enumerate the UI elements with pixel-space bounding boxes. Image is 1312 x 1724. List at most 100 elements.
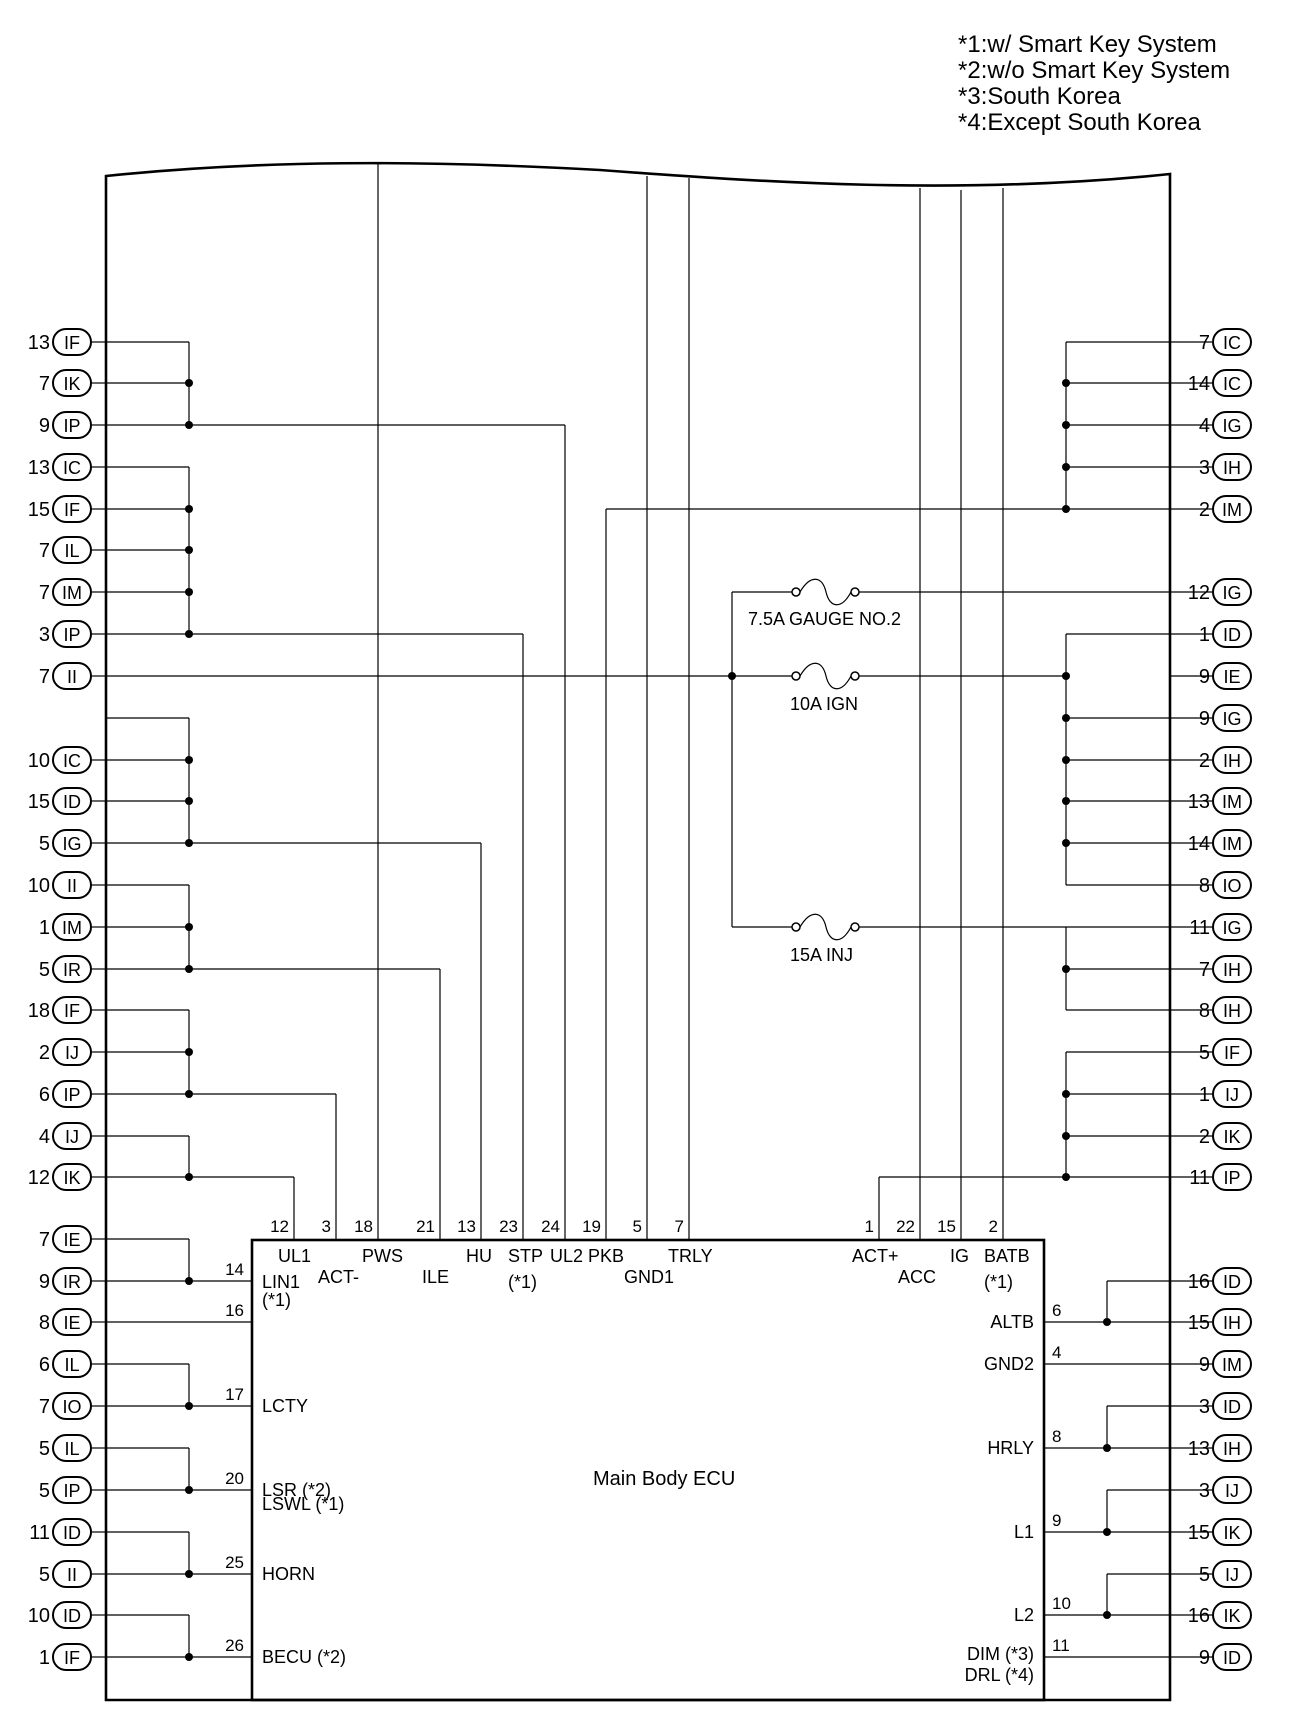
connector-code: IC bbox=[63, 458, 81, 478]
connector-ih: IH 7 bbox=[1170, 955, 1252, 983]
pin-signal: TRLY bbox=[668, 1246, 713, 1266]
connector-ik: IK2 bbox=[1170, 1122, 1252, 1150]
fuse-label-gauge: 7.5A GAUGE NO.2 bbox=[748, 609, 901, 629]
connector-code: IJ bbox=[65, 1127, 79, 1147]
connector-pin-number: 3 bbox=[39, 624, 50, 646]
pin-signal: ACC bbox=[898, 1267, 936, 1287]
connector-pin-number: 12 bbox=[1188, 582, 1210, 604]
pin-signal: LCTY bbox=[262, 1396, 308, 1416]
connector-pin-number: 7 bbox=[1199, 959, 1210, 981]
connector-pin-number: 8 bbox=[1199, 1000, 1210, 1022]
connector-code: IJ bbox=[65, 1043, 79, 1063]
connector-code: IM bbox=[1222, 834, 1242, 854]
connector-pin-number: 15 bbox=[1188, 1312, 1210, 1334]
connector-code: IF bbox=[64, 1001, 80, 1021]
connector-code: IF bbox=[64, 1648, 80, 1668]
connector-code: IL bbox=[64, 541, 79, 561]
connector-ih: IH8 bbox=[1170, 996, 1252, 1024]
connector-pin-number: 3 bbox=[1199, 1396, 1210, 1418]
connector-pin-number: 5 bbox=[1199, 1564, 1210, 1586]
connector-code: IP bbox=[63, 416, 80, 436]
connector-code: IK bbox=[63, 1168, 80, 1188]
pin-number: 13 bbox=[457, 1217, 476, 1236]
pin-number: 12 bbox=[270, 1217, 289, 1236]
pin-signal: L2 bbox=[1014, 1605, 1034, 1625]
connector-io: IO7 bbox=[39, 1392, 106, 1420]
lswl-label: LSWL (*1) bbox=[262, 1494, 344, 1514]
connector-pin-number: 7 bbox=[39, 666, 50, 688]
connector-il: IL 7 bbox=[39, 536, 106, 564]
ecu-right-pin: 9L1 bbox=[1014, 1511, 1062, 1542]
connector-code: IO bbox=[1222, 876, 1241, 896]
connector-pin-number: 6 bbox=[39, 1354, 50, 1376]
connector-pin-number: 15 bbox=[28, 791, 50, 813]
pin-signal: L1 bbox=[1014, 1522, 1034, 1542]
connector-code: IK bbox=[63, 374, 80, 394]
connector-ih: IH2 bbox=[1170, 746, 1252, 774]
connector-if: IF1 bbox=[39, 1643, 106, 1671]
left-connectors: IF13IK7IP9IC13IF15IL7IM7IP3II7IC10ID15IG… bbox=[28, 328, 106, 1671]
pin-signal: LIN1 bbox=[262, 1272, 300, 1292]
connector-pin-number: 11 bbox=[1189, 1167, 1210, 1189]
pin-signal: UL2 bbox=[550, 1246, 583, 1266]
connector-ih: IH3 bbox=[1170, 453, 1252, 481]
pin-signal: HU bbox=[466, 1246, 492, 1266]
connector-pin-number: 9 bbox=[1199, 666, 1210, 688]
right-connectors: IC7IC14IG4IH3IM2IG12ID1IE9IG9IH2IM13IM14… bbox=[1170, 328, 1252, 1671]
connector-pin-number: 14 bbox=[1188, 833, 1210, 855]
connector-ie: IE9 bbox=[1170, 662, 1252, 690]
connector-code: II bbox=[67, 1565, 77, 1585]
connector-ie: IE7 bbox=[39, 1225, 106, 1253]
pin-number: 10 bbox=[1052, 1594, 1071, 1613]
note-3: *3:South Korea bbox=[958, 83, 1121, 110]
connector-code: IJ bbox=[1225, 1481, 1239, 1501]
connector-pin-number: 7 bbox=[39, 1396, 50, 1418]
connector-pin-number: 7 bbox=[39, 582, 50, 604]
connector-ir: IR5 bbox=[39, 955, 106, 983]
pin-signal: ALTB bbox=[990, 1312, 1034, 1332]
connector-code: IG bbox=[1222, 709, 1241, 729]
note-4: *4:Except South Korea bbox=[958, 109, 1201, 136]
connector-code: IL bbox=[64, 1439, 79, 1459]
pin-number: 11 bbox=[1052, 1636, 1070, 1655]
connector-pin-number: 5 bbox=[39, 1480, 50, 1502]
connector-ig: IG9 bbox=[1170, 704, 1252, 732]
connector-code: IH bbox=[1223, 960, 1241, 980]
connector-pin-number: 10 bbox=[28, 875, 50, 897]
connector-pin-number: 7 bbox=[39, 540, 50, 562]
connector-pin-number: 13 bbox=[28, 332, 50, 354]
pin-signal: PKB bbox=[588, 1246, 624, 1266]
note-2: *2:w/o Smart Key System bbox=[958, 57, 1230, 84]
connector-code: IH bbox=[1223, 458, 1241, 478]
connector-code: IF bbox=[64, 500, 80, 520]
connector-if: IF5 bbox=[1170, 1038, 1252, 1066]
pin-number: 15 bbox=[937, 1217, 956, 1236]
connector-code: IC bbox=[1223, 333, 1241, 353]
pin-number: 9 bbox=[1052, 1511, 1061, 1530]
connector-im: IM2 bbox=[1170, 495, 1252, 523]
pin-number: 8 bbox=[1052, 1427, 1061, 1446]
batb-note: (*1) bbox=[984, 1272, 1013, 1292]
connector-pin-number: 8 bbox=[39, 1312, 50, 1334]
connector-code: IM bbox=[1222, 500, 1242, 520]
connector-code: IM bbox=[62, 583, 82, 603]
connector-ir: IR9 bbox=[39, 1267, 106, 1295]
connector-code: ID bbox=[1223, 1648, 1241, 1668]
lin1-note: (*1) bbox=[262, 1290, 291, 1310]
pin-signal: UL1 bbox=[278, 1246, 311, 1266]
connector-pin-number: 7 bbox=[1199, 332, 1210, 354]
